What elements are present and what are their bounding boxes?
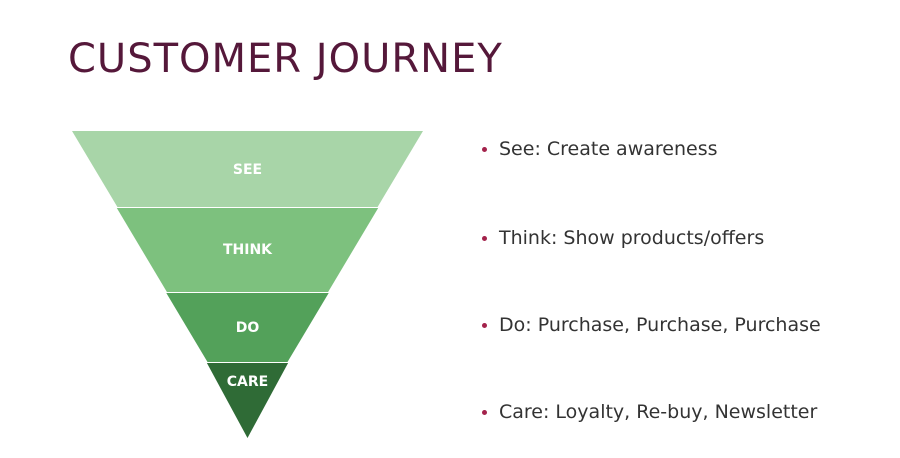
list-item: Think: Show products/offers xyxy=(482,226,764,250)
funnel-stage-think xyxy=(116,208,379,292)
list-item: Do: Purchase, Purchase, Purchase xyxy=(482,313,821,337)
bullet-dot-icon xyxy=(482,235,487,241)
list-item-text: Care: Loyalty, Re-buy, Newsletter xyxy=(499,401,818,423)
funnel-stage-think-label: THINK xyxy=(223,242,273,258)
stage-description-list: See: Create awareness Think: Show produc… xyxy=(482,0,892,458)
funnel-stage-do-label: DO xyxy=(236,320,260,336)
list-item-text: Do: Purchase, Purchase, Purchase xyxy=(499,314,821,336)
bullet-dot-icon xyxy=(482,409,487,415)
page-title: CUSTOMER JOURNEY xyxy=(68,36,503,82)
list-item-text: Think: Show products/offers xyxy=(499,227,765,249)
bullet-dot-icon xyxy=(482,146,487,152)
list-item: See: Create awareness xyxy=(482,137,718,161)
funnel-stage-see-label: SEE xyxy=(233,162,262,178)
funnel-stage-care xyxy=(206,363,289,438)
funnel-stage-do xyxy=(166,293,329,362)
bullet-dot-icon xyxy=(482,322,487,328)
list-item: Care: Loyalty, Re-buy, Newsletter xyxy=(482,400,817,424)
list-item-text: See: Create awareness xyxy=(499,138,718,160)
funnel-stage-care-label: CARE xyxy=(227,374,268,390)
funnel-stage-see xyxy=(72,131,423,207)
